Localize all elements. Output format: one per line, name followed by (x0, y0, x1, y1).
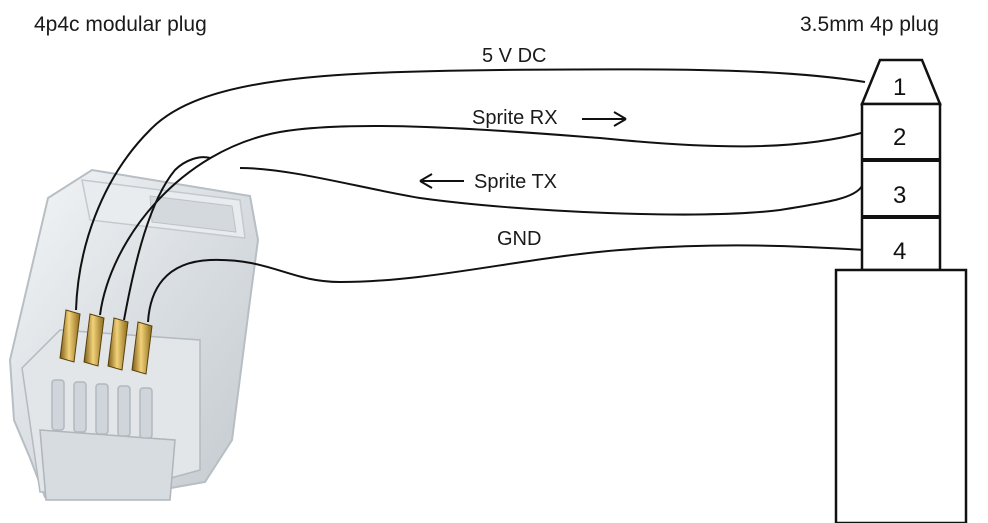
wire-sprite-tx-right (239, 167, 863, 216)
audio-plug-pin-3: 3 (893, 182, 906, 209)
modular-plug-gold-contacts (59, 309, 153, 375)
gold-contact-3 (107, 317, 129, 371)
audio-plug-handle (834, 268, 968, 523)
audio-plug-pin-4: 4 (893, 238, 906, 265)
audio-plug-pin-2: 2 (893, 124, 906, 151)
wire-sprite-tx (123, 156, 211, 321)
audio-plug-shaft (860, 102, 942, 272)
modular-plug-contact-slots (51, 379, 153, 439)
wire-gnd (147, 244, 866, 323)
wire-5v-dc (75, 68, 866, 311)
modular-plug-bottom-tab (39, 429, 176, 501)
gold-contact-2 (83, 313, 105, 367)
wire-labels: 5 V DC Sprite RX Sprite TX GND (419, 45, 627, 250)
arrow-right-icon (582, 111, 627, 127)
audio-plug: 1 2 3 4 (834, 58, 968, 523)
wire-label-sprite-rx: Sprite RX (472, 107, 558, 129)
gold-contact-1 (59, 309, 81, 363)
wire-label-sprite-tx: Sprite TX (474, 171, 557, 193)
right-plug-heading: 3.5mm 4p plug (800, 13, 939, 36)
left-plug-heading: 4p4c modular plug (34, 13, 207, 36)
wires (75, 68, 866, 323)
audio-plug-pin-1: 1 (893, 74, 906, 101)
wire-label-gnd: GND (497, 228, 541, 250)
wire-label-5v-dc: 5 V DC (482, 45, 546, 67)
gold-contact-4 (131, 321, 153, 375)
arrow-left-icon (419, 173, 464, 189)
modular-plug-illustration (8, 168, 260, 501)
